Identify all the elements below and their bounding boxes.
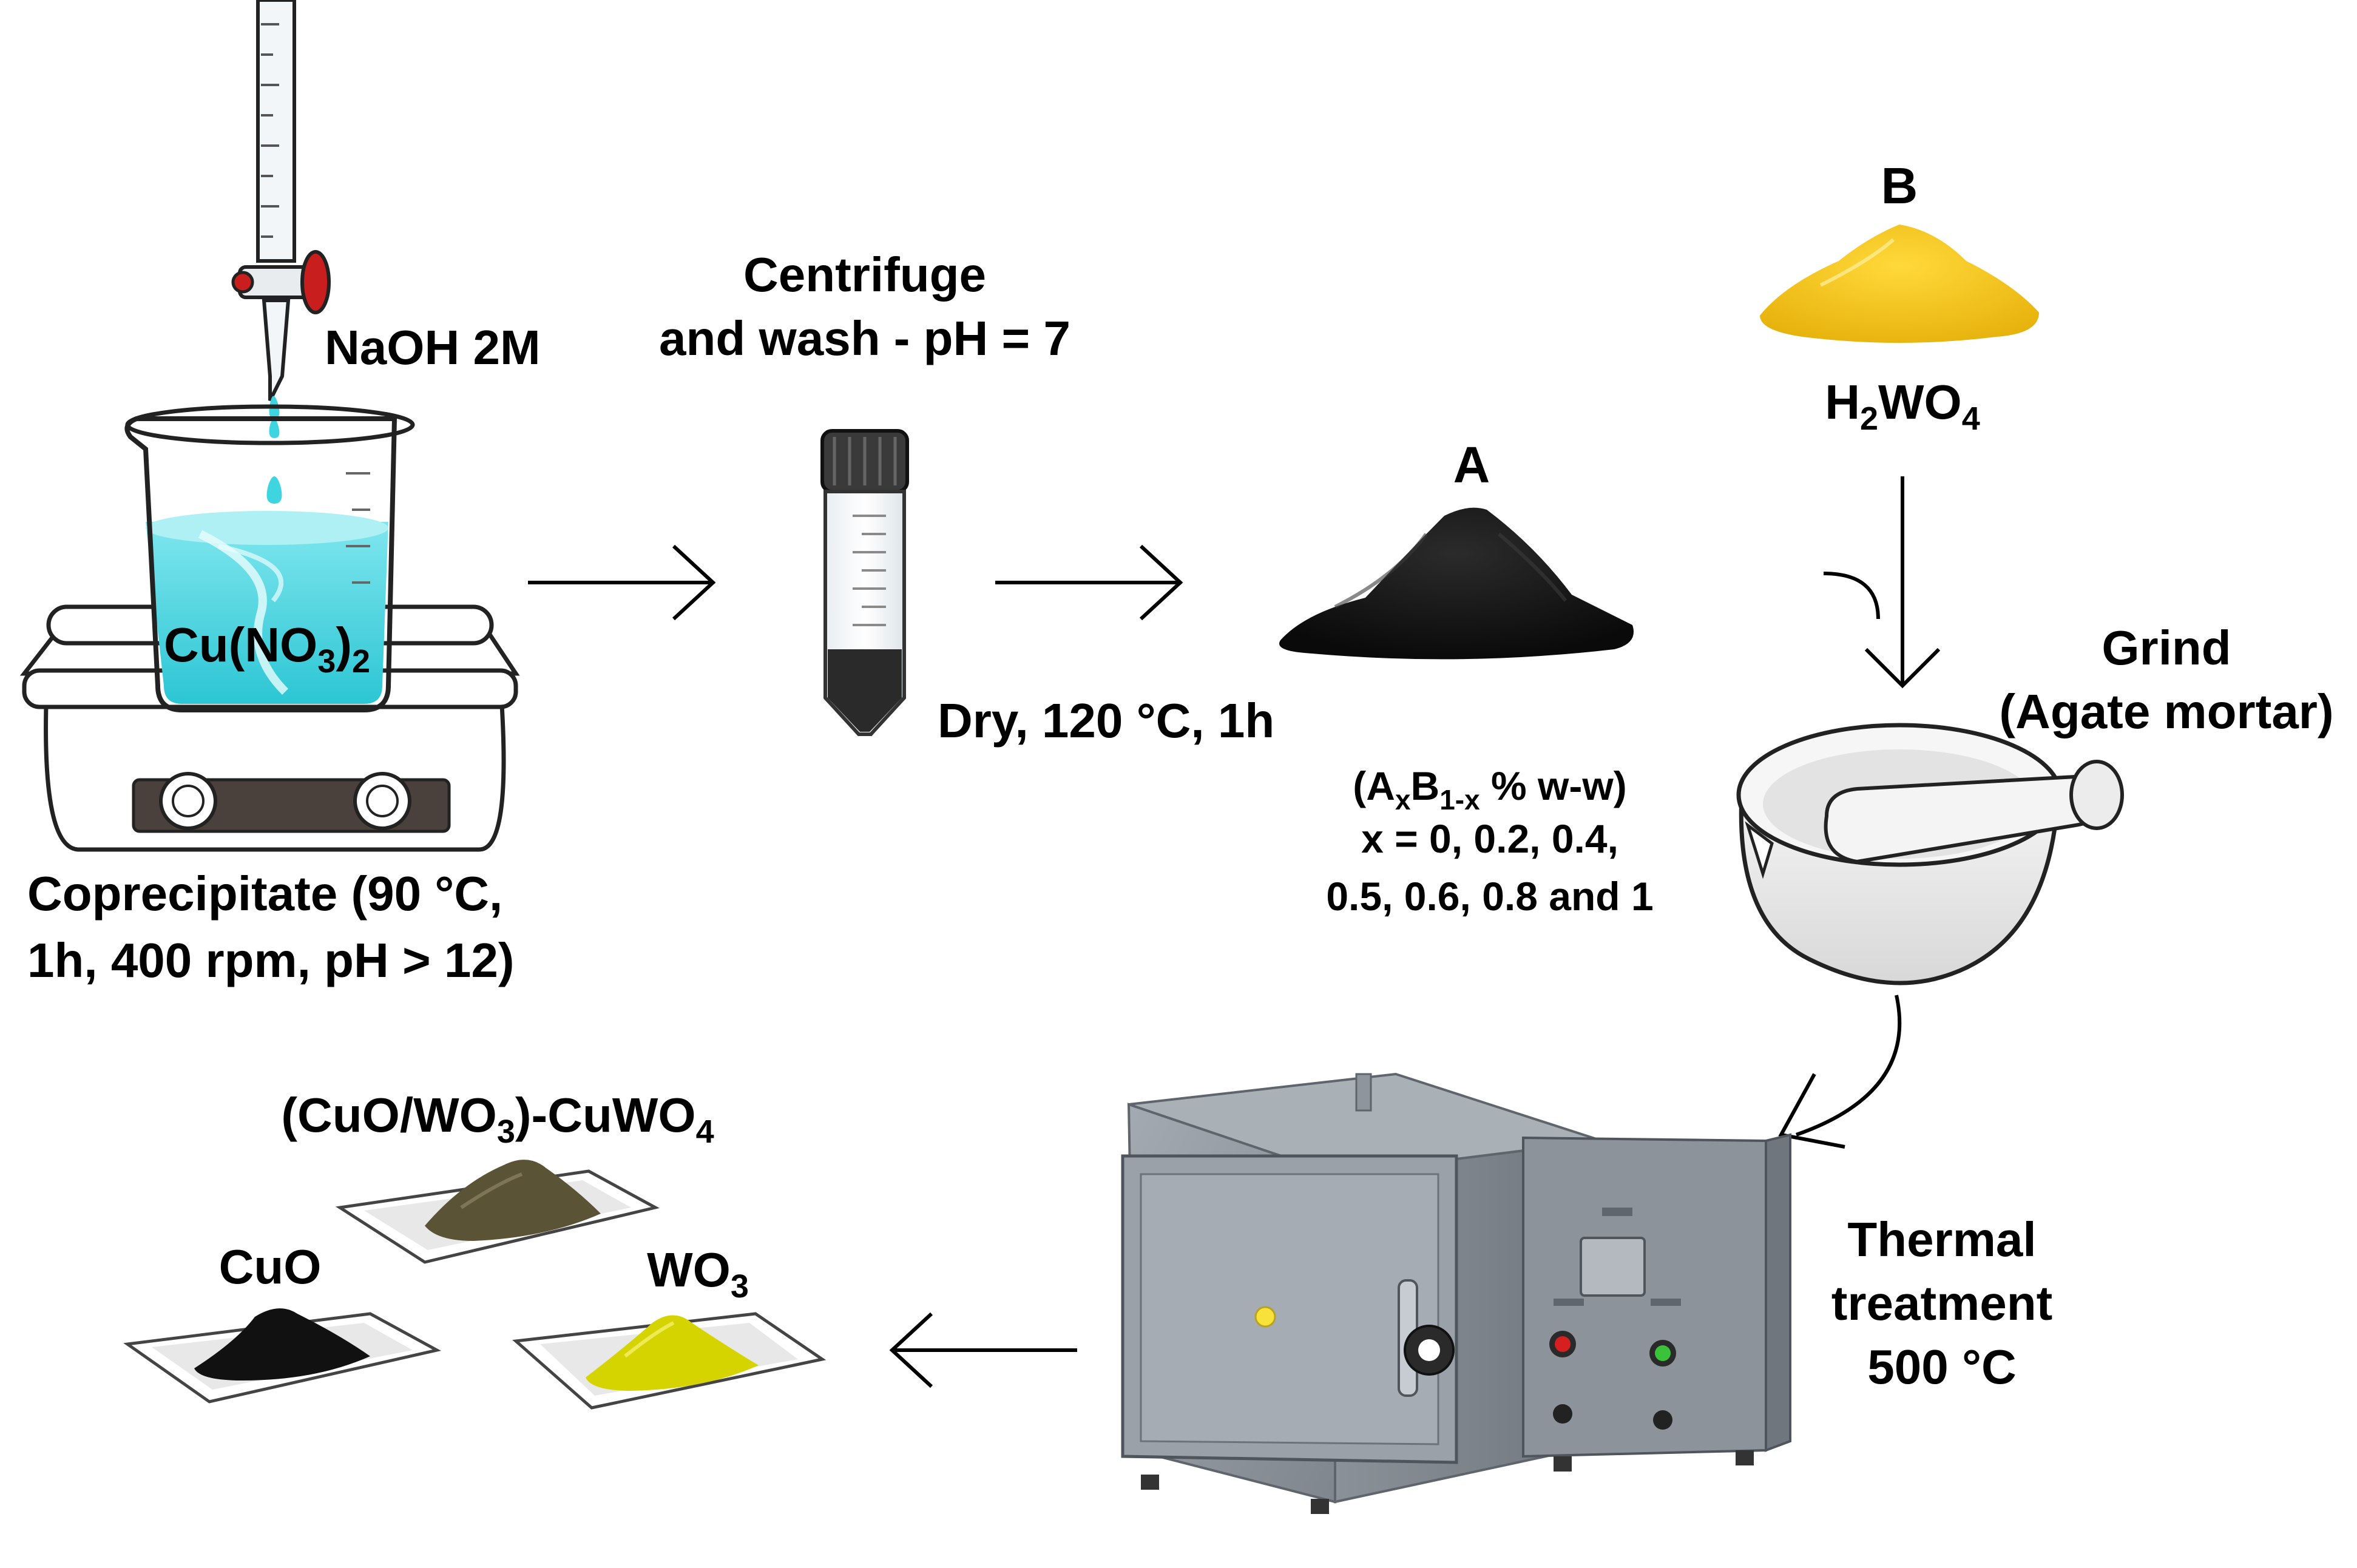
mixing-ratio-formula: (AxB1-x % w-w) bbox=[1353, 763, 1626, 816]
pestle-icon bbox=[1824, 760, 2124, 864]
beaker-icon bbox=[124, 404, 415, 712]
centrifuge-line2: and wash - pH = 7 bbox=[659, 311, 1070, 365]
arrow-to-products bbox=[889, 1312, 1077, 1388]
mixing-ratio-line3: 0.5, 0.6, 0.8 and 1 bbox=[1326, 874, 1653, 919]
arrow-to-furnace bbox=[1778, 995, 1902, 1149]
precursor-b-label: B bbox=[1881, 157, 1918, 214]
precursor-b: B H2WO4 bbox=[1760, 157, 2039, 437]
thermal-step: Thermal treatment 500 °C bbox=[1831, 1212, 2053, 1394]
grind-step: Grind (Agate mortar) bbox=[1736, 621, 2334, 985]
composite-sample-dish-icon bbox=[336, 1160, 660, 1264]
composite-product-label: (CuO/WO3)-CuWO4 bbox=[281, 1088, 714, 1150]
centrifuge-step: Centrifuge and wash - pH = 7 bbox=[659, 248, 1274, 748]
wo3-label: WO3 bbox=[647, 1243, 749, 1305]
arrow-to-precursor-a bbox=[995, 544, 1183, 621]
cuo-label: CuO bbox=[219, 1240, 322, 1294]
reagent-label: NaOH 2M bbox=[325, 320, 541, 374]
precursor-a: A bbox=[1279, 436, 1634, 660]
centrifuge-line1: Centrifuge bbox=[743, 248, 986, 302]
thermal-line3: 500 °C bbox=[1867, 1340, 2016, 1394]
precursor-a-label: A bbox=[1453, 436, 1490, 493]
dry-condition-label: Dry, 120 °C, 1h bbox=[938, 694, 1274, 748]
grind-line2: (Agate mortar) bbox=[1999, 684, 2333, 738]
precursor-b-formula: H2WO4 bbox=[1825, 375, 1980, 437]
knob-icon bbox=[159, 772, 217, 830]
products: (CuO/WO3)-CuWO4 CuO WO3 bbox=[123, 1088, 827, 1410]
arrow-a-to-mortar bbox=[1823, 572, 1880, 620]
burette-icon bbox=[231, 0, 331, 504]
coprecipitation-setup: NaOH 2M Cu(NO3)2 Coprecipitate (90 °C, 1… bbox=[19, 0, 541, 987]
arrow-to-centrifuge bbox=[528, 544, 716, 621]
cuo-sample-dish-icon bbox=[123, 1308, 442, 1404]
centrifuge-tube-icon bbox=[820, 429, 909, 736]
solution-formula: Cu(NO3)2 bbox=[164, 618, 370, 680]
black-powder-pile-icon bbox=[1279, 507, 1634, 660]
green-button-icon bbox=[1649, 1340, 1676, 1367]
thermal-line1: Thermal bbox=[1847, 1212, 2036, 1266]
coprecipitate-caption-line1: Coprecipitate (90 °C, bbox=[27, 867, 502, 921]
mixing-ratio-line2: x = 0, 0.2, 0.4, bbox=[1361, 816, 1618, 861]
door-handle-icon bbox=[1398, 1279, 1455, 1397]
muffle-furnace-icon bbox=[1121, 1072, 1791, 1514]
mixing-ratio: (AxB1-x % w-w) x = 0, 0.2, 0.4, 0.5, 0.6… bbox=[1326, 763, 1653, 919]
coprecipitate-caption-line2: 1h, 400 rpm, pH > 12) bbox=[27, 933, 515, 987]
grind-line1: Grind bbox=[2102, 621, 2231, 675]
thermal-line2: treatment bbox=[1831, 1276, 2053, 1330]
wo3-sample-dish-icon bbox=[512, 1312, 827, 1410]
red-button-icon bbox=[1549, 1331, 1576, 1357]
yellow-powder-pile-icon bbox=[1760, 225, 2039, 343]
arrow-b-to-mortar bbox=[1864, 476, 1941, 689]
knob-icon bbox=[353, 772, 411, 830]
